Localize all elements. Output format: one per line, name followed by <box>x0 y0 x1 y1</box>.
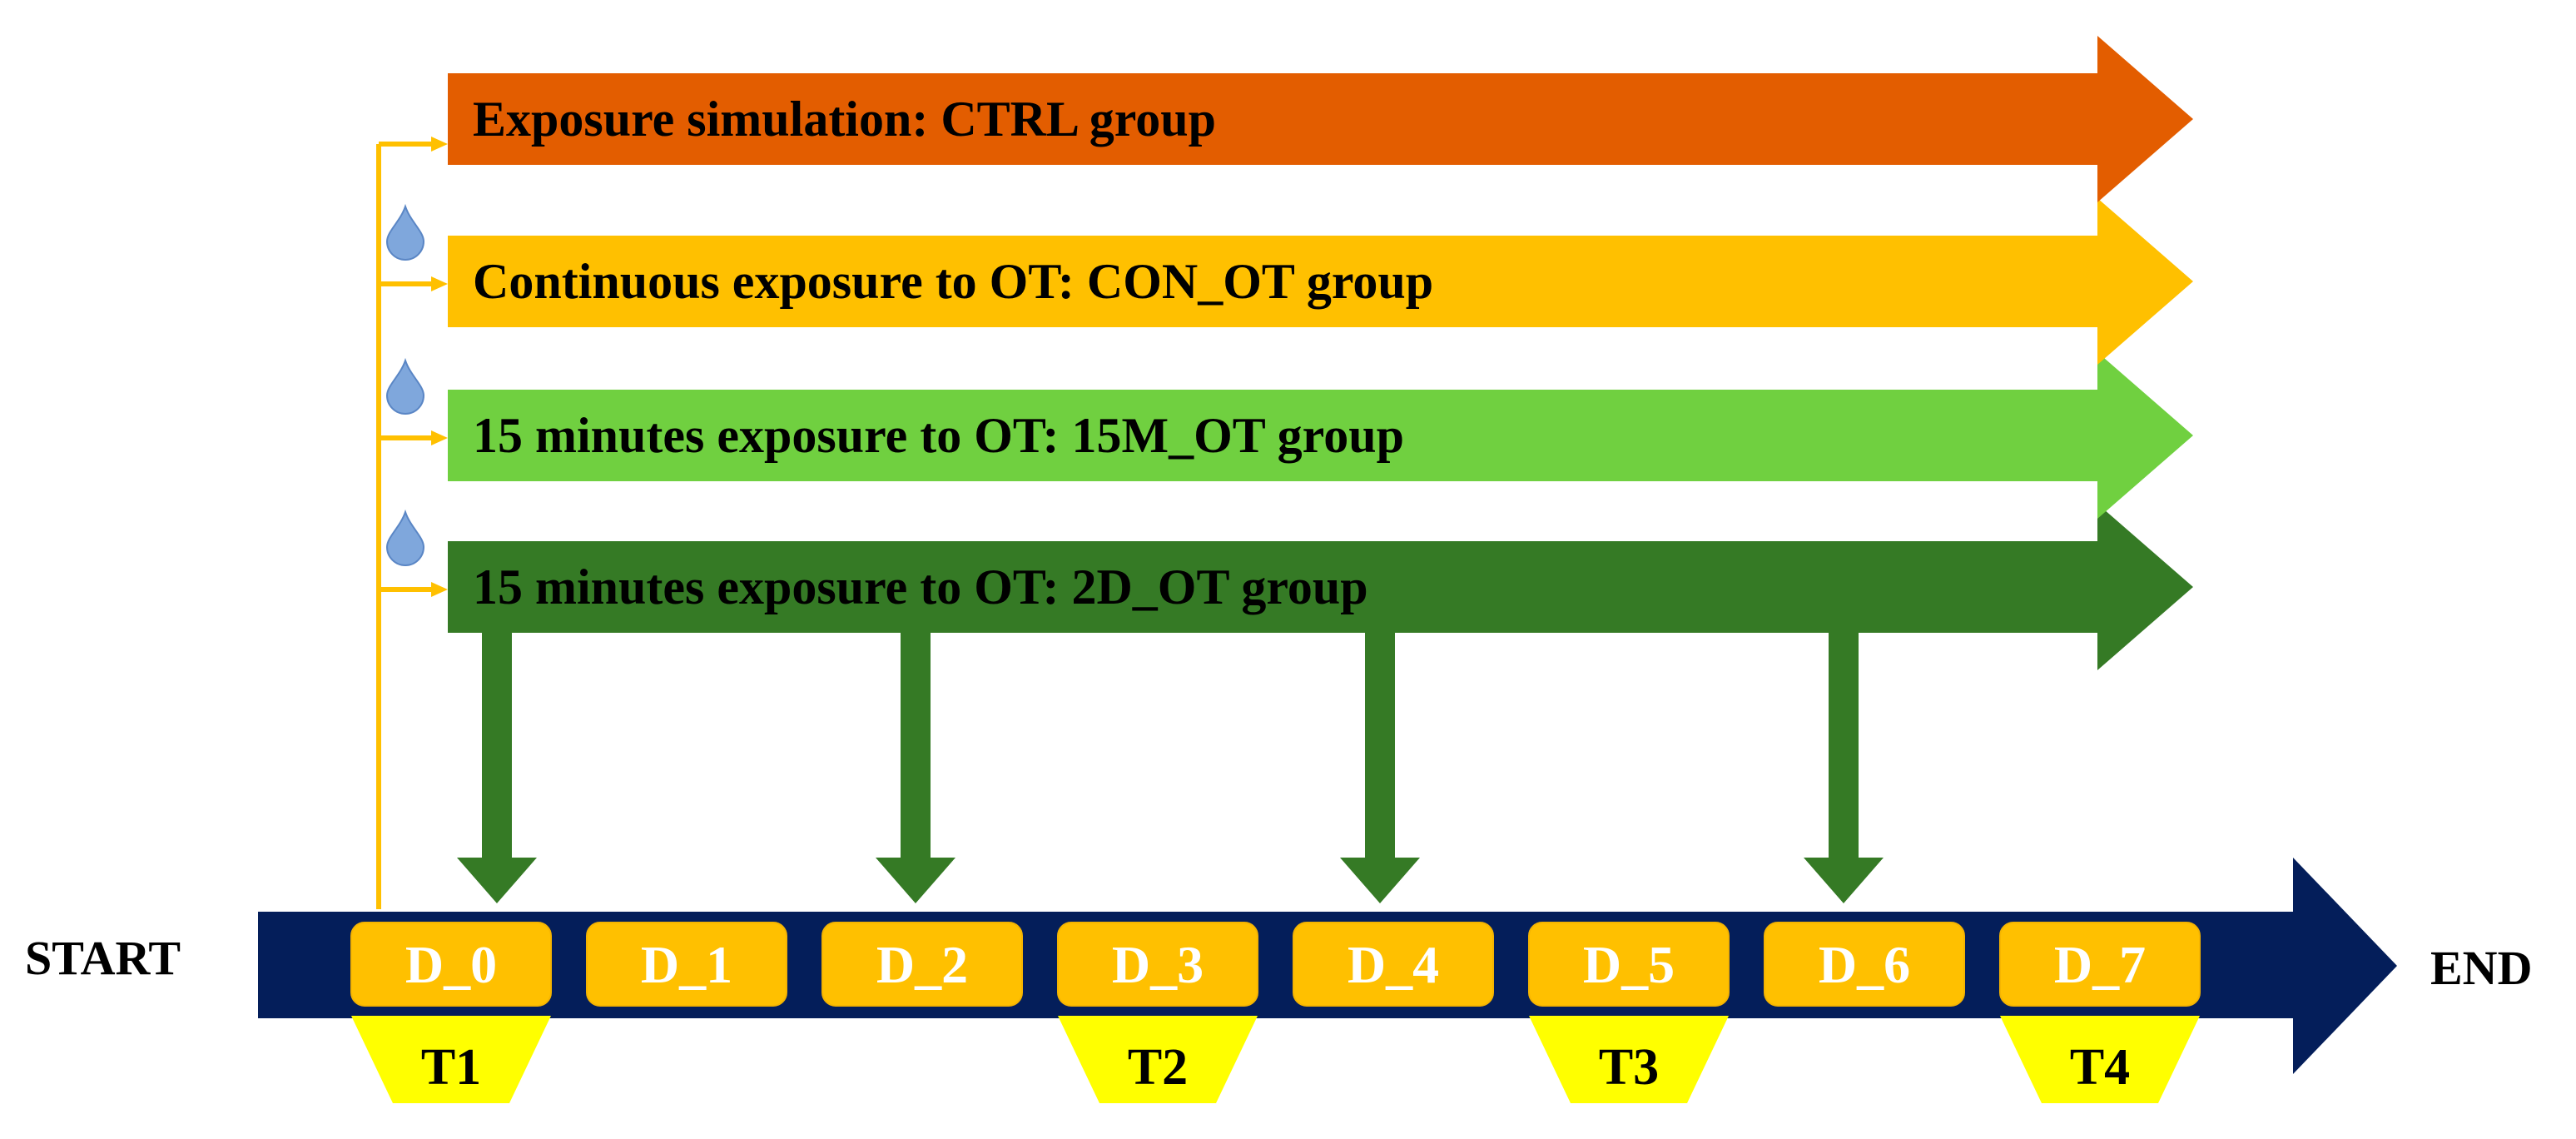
connector-arrowhead <box>431 582 448 597</box>
connector-arrowhead <box>431 430 448 445</box>
timepoint-label: T1 <box>421 1039 481 1096</box>
start-label: START <box>25 931 181 985</box>
group-arrow-shape <box>448 352 2193 519</box>
day-box: D_0 <box>350 922 552 1007</box>
timepoint-label: T2 <box>1128 1039 1188 1096</box>
day-label: D_7 <box>2054 935 2146 994</box>
day-box-shape <box>1057 922 1258 1007</box>
group-label: Exposure simulation: CTRL group <box>473 92 1216 147</box>
end-label: END <box>2430 941 2532 995</box>
timepoint-label: T3 <box>1599 1039 1659 1096</box>
day-box-shape <box>1764 922 1965 1007</box>
timepoints: T1 T2 T3 T4 <box>351 1016 2200 1103</box>
day-label: D_2 <box>876 935 968 994</box>
group-arrow-2: Continuous exposure to OT: CON_OT group <box>448 198 2193 365</box>
day-box: D_3 <box>1057 922 1258 1007</box>
day-box-shape <box>350 922 552 1007</box>
down-arrow-icon <box>457 629 537 903</box>
water-drop-icon <box>385 357 425 415</box>
group-arrow-shape <box>448 504 2193 670</box>
day-box-shape <box>1999 922 2201 1007</box>
day-label: D_5 <box>1583 935 1675 994</box>
timepoint-t3: T3 <box>1529 1016 1729 1103</box>
water-drop-icon <box>385 509 425 566</box>
group-connectors <box>376 137 448 909</box>
day-label: D_3 <box>1112 935 1204 994</box>
timepoint-t4: T4 <box>2000 1016 2200 1103</box>
water-drop-icon <box>385 203 425 261</box>
day-box: D_6 <box>1764 922 1965 1007</box>
group-arrow-shape <box>448 36 2193 202</box>
day-box: D_7 <box>1999 922 2201 1007</box>
day-box-shape <box>1293 922 1494 1007</box>
group-arrow-1: Exposure simulation: CTRL group <box>448 36 2193 202</box>
day-label: D_1 <box>641 935 732 994</box>
sampling-arrows <box>457 629 1884 903</box>
day-box: D_5 <box>1528 922 1730 1007</box>
group-label: Continuous exposure to OT: CON_OT group <box>473 254 1433 309</box>
down-arrow-icon <box>876 629 955 903</box>
timepoint-trapezoid <box>2000 1016 2200 1103</box>
down-arrow-icon <box>1340 629 1420 903</box>
timepoint-trapezoid <box>1058 1016 1258 1103</box>
connector-arrowhead <box>431 276 448 291</box>
timepoint-label: T4 <box>2070 1039 2130 1096</box>
group-arrow-3: 15 minutes exposure to OT: 15M_OT group <box>448 352 2193 519</box>
timepoint-trapezoid <box>351 1016 551 1103</box>
down-arrow-icon <box>1804 629 1884 903</box>
day-label: D_6 <box>1819 935 1910 994</box>
group-label: 15 minutes exposure to OT: 15M_OT group <box>473 408 1404 463</box>
day-box: D_4 <box>1293 922 1494 1007</box>
group-arrows: 15 minutes exposure to OT: 2D_OT group 15… <box>448 36 2193 670</box>
group-arrow-4: 15 minutes exposure to OT: 2D_OT group <box>448 504 2193 670</box>
day-label: D_0 <box>405 935 497 994</box>
day-box: D_2 <box>821 922 1023 1007</box>
water-drops <box>385 203 425 566</box>
group-arrow-shape <box>448 198 2193 365</box>
day-label: D_4 <box>1348 935 1439 994</box>
day-box-shape <box>586 922 787 1007</box>
timepoint-trapezoid <box>1529 1016 1729 1103</box>
timepoint-t1: T1 <box>351 1016 551 1103</box>
group-label: 15 minutes exposure to OT: 2D_OT group <box>473 560 1368 614</box>
day-box-shape <box>1528 922 1730 1007</box>
day-box-shape <box>821 922 1023 1007</box>
timepoint-t2: T2 <box>1058 1016 1258 1103</box>
day-boxes: D_0 D_1 D_2 D_3 D_4 D_5 D_6 D_7 <box>350 922 2201 1007</box>
connector-arrowhead <box>431 137 448 152</box>
day-box: D_1 <box>586 922 787 1007</box>
